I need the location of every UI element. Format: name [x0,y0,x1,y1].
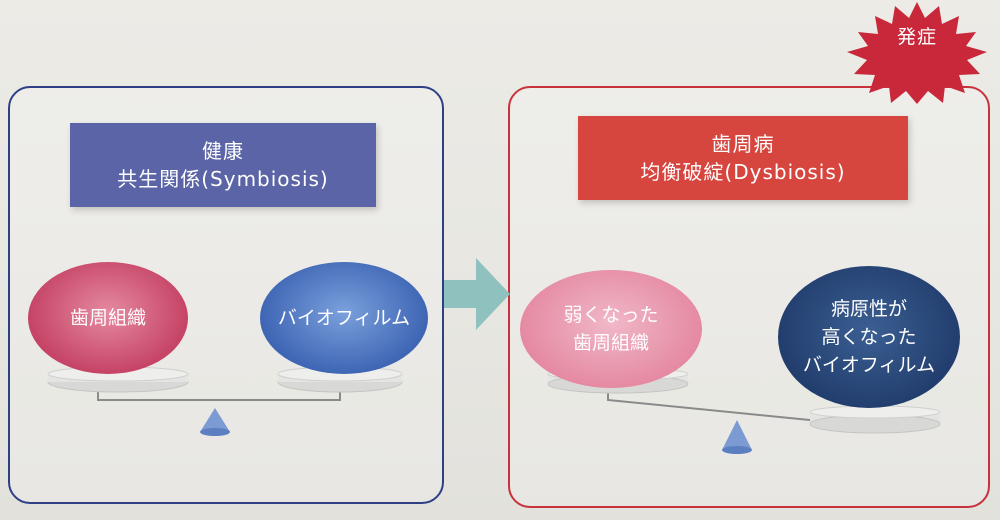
healthy-title-box: 健康 共生関係(Symbiosis) [70,123,376,207]
pathogenic-biofilm-label-line3: バイオフィルム [802,354,936,376]
weakened-gum-label-line1: 弱くなった [563,304,659,326]
disease-title-box: 歯周病 均衡破綻(Dysbiosis) [578,116,908,200]
transition-arrow-shape [444,258,510,330]
healthy-biofilm-label: バイオフィルム [277,307,411,329]
onset-badge-label: 発症 [896,26,937,48]
healthy-subtitle: 共生関係(Symbiosis) [117,167,329,191]
healthy-gum-label: 歯周組織 [69,307,146,329]
disease-subtitle: 均衡破綻(Dysbiosis) [640,160,846,184]
healthy-gum-tissue: 歯周組織 [28,262,188,374]
pathogenic-biofilm: 病原性が 高くなった バイオフィルム [778,266,960,408]
pathogenic-biofilm-label-line2: 高くなった [821,326,917,348]
starburst-icon [847,2,987,104]
healthy-fulcrum-icon [200,408,230,432]
weakened-gum-tissue: 弱くなった 歯周組織 [520,270,702,388]
pathogenic-biofilm-label-line1: 病原性が [830,298,907,320]
disease-title: 歯周病 [711,132,775,156]
healthy-title: 健康 [202,139,244,163]
starburst-shape [847,2,987,104]
healthy-biofilm: バイオフィルム [260,262,428,374]
right-arrow-icon [444,258,510,330]
weakened-gum-label-line2: 歯周組織 [572,332,649,354]
disease-fulcrum-icon [722,420,752,450]
